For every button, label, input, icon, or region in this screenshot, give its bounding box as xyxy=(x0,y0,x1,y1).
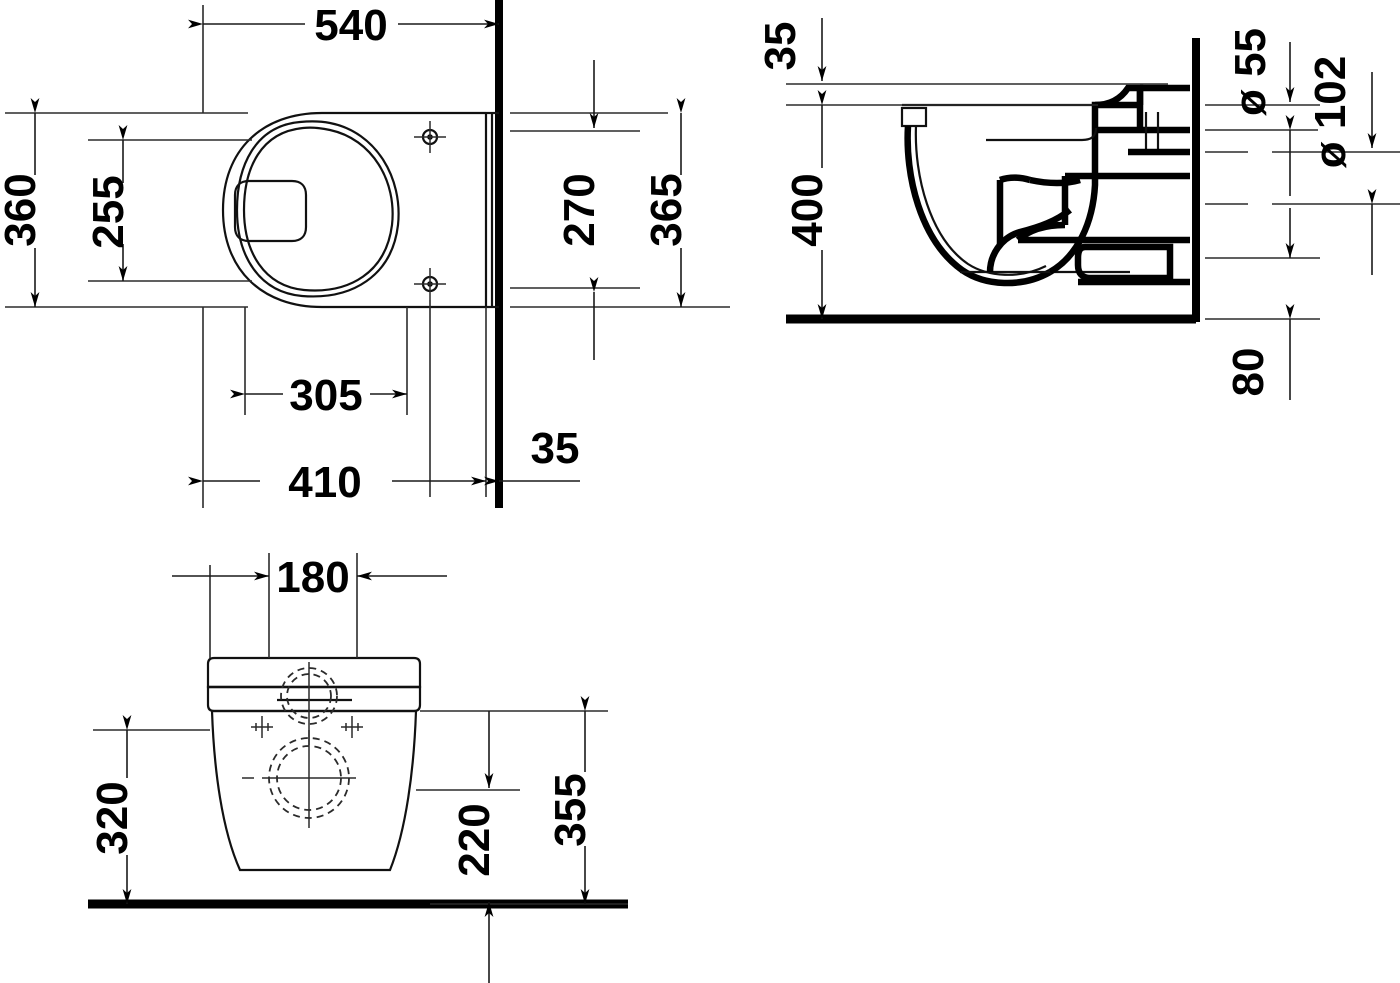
dim-365: 365 xyxy=(642,98,691,307)
dim-80: 80 xyxy=(1224,304,1295,400)
dim-400-label: 400 xyxy=(783,173,832,246)
dim-35-plan-label: 35 xyxy=(531,424,580,473)
dim-d55-label: ø 55 xyxy=(1226,28,1275,116)
dim-d55: ø 55 xyxy=(1226,28,1295,258)
dim-365-label: 365 xyxy=(642,173,691,246)
dim-305: 305 xyxy=(230,371,407,420)
plan-view: 540 360 255 305 410 35 xyxy=(0,0,730,508)
plan-mounting-hole-top xyxy=(414,121,446,153)
dim-270-label: 270 xyxy=(555,173,604,246)
dim-d102: ø 102 xyxy=(1306,56,1377,275)
dim-180: 180 xyxy=(172,553,447,602)
dim-255: 255 xyxy=(84,125,133,281)
dim-220: 220 xyxy=(450,711,499,983)
dim-180-label: 180 xyxy=(276,553,349,602)
dim-410-label: 410 xyxy=(288,458,361,507)
dim-255-label: 255 xyxy=(84,175,133,248)
dim-270: 270 xyxy=(555,60,604,360)
front-seat-block xyxy=(206,656,422,713)
dim-540: 540 xyxy=(188,1,499,50)
dim-35-side-label: 35 xyxy=(756,22,805,71)
dim-400: 400 xyxy=(783,90,832,319)
front-extension-lines xyxy=(93,553,628,905)
dim-360: 360 xyxy=(0,98,45,307)
side-view: 35 400 ø 55 ø 102 80 xyxy=(756,18,1400,400)
front-mounting-cross-left xyxy=(251,716,273,738)
dim-360-label: 360 xyxy=(0,173,45,246)
plan-flush-opening xyxy=(233,179,308,243)
dim-355-label: 355 xyxy=(546,773,595,846)
dim-80-label: 80 xyxy=(1224,348,1273,397)
dim-540-label: 540 xyxy=(314,1,387,50)
dim-35-plan: 35 xyxy=(484,424,580,486)
front-outlet-hidden xyxy=(242,730,356,828)
front-mounting-cross-right xyxy=(341,716,363,738)
dim-220-label: 220 xyxy=(450,803,499,876)
plan-bowl-outline xyxy=(221,111,499,309)
plan-rim xyxy=(235,120,400,298)
front-bowl-body xyxy=(210,709,418,872)
dim-355: 355 xyxy=(546,696,595,904)
dim-35-side: 35 xyxy=(756,18,827,81)
plan-mounting-hole-bottom xyxy=(414,268,446,300)
side-extension-lines xyxy=(786,83,1400,320)
dim-d102-label: ø 102 xyxy=(1306,56,1355,169)
front-view: 180 320 220 355 xyxy=(88,553,628,983)
side-trap-lines xyxy=(986,127,1098,273)
dim-320: 320 xyxy=(88,715,137,904)
dim-410: 410 xyxy=(188,458,486,507)
dim-320-label: 320 xyxy=(88,781,137,854)
plan-extension-lines xyxy=(5,5,730,508)
dim-305-label: 305 xyxy=(289,371,362,420)
